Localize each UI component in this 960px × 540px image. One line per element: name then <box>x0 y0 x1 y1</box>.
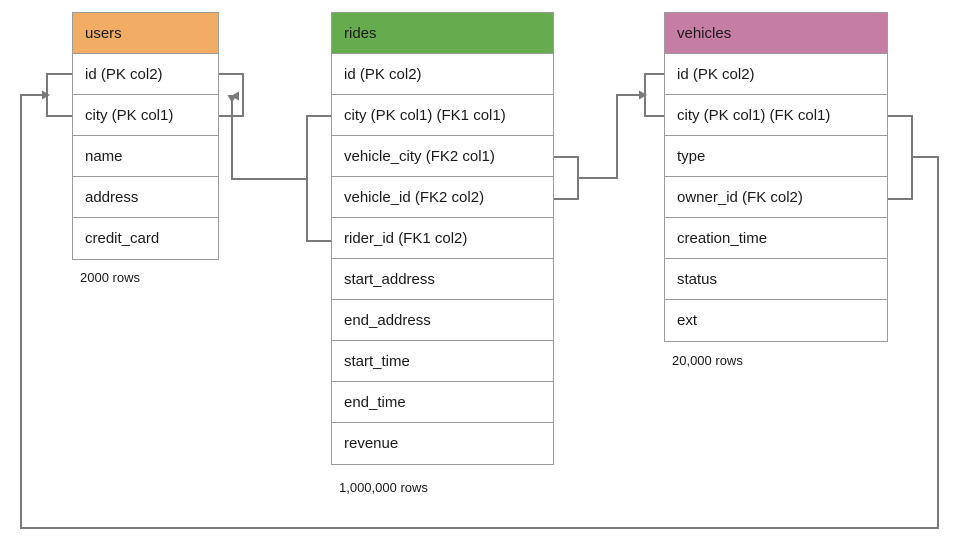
wire-rides-right-bracket <box>554 156 579 200</box>
table-users-column-city[interactable]: city (PK col1) <box>73 95 218 136</box>
wire-vehicles-left-bracket <box>644 73 664 117</box>
wire-vehicles-right-bracket <box>888 115 913 200</box>
table-rides-column-end-address[interactable]: end_address <box>332 300 553 341</box>
table-vehicles-column-status[interactable]: status <box>665 259 887 300</box>
table-vehicles-header: vehicles <box>665 13 887 54</box>
table-rides-column-start-address[interactable]: start_address <box>332 259 553 300</box>
table-users-column-address[interactable]: address <box>73 177 218 218</box>
table-users-header: users <box>73 13 218 54</box>
table-rides-column-vehicle-id[interactable]: vehicle_id (FK2 col2) <box>332 177 553 218</box>
table-users-column-name[interactable]: name <box>73 136 218 177</box>
table-users-column-credit-card[interactable]: credit_card <box>73 218 218 259</box>
wire-rides-left-bracket <box>306 115 331 242</box>
table-users[interactable]: users id (PK col2) city (PK col1) name a… <box>72 12 219 260</box>
table-rides-row-count: 1,000,000 rows <box>339 480 428 495</box>
table-vehicles-column-creation-time[interactable]: creation_time <box>665 218 887 259</box>
table-vehicles-column-id[interactable]: id (PK col2) <box>665 54 887 95</box>
table-vehicles-column-owner-id[interactable]: owner_id (FK col2) <box>665 177 887 218</box>
table-rides-header: rides <box>332 13 553 54</box>
table-rides-column-city[interactable]: city (PK col1) (FK1 col1) <box>332 95 553 136</box>
table-rides-column-end-time[interactable]: end_time <box>332 382 553 423</box>
table-vehicles-row-count: 20,000 rows <box>672 353 743 368</box>
table-rides-column-revenue[interactable]: revenue <box>332 423 553 464</box>
table-rides-column-vehicle-city[interactable]: vehicle_city (FK2 col1) <box>332 136 553 177</box>
table-vehicles-column-type[interactable]: type <box>665 136 887 177</box>
table-vehicles-column-city[interactable]: city (PK col1) (FK col1) <box>665 95 887 136</box>
table-vehicles[interactable]: vehicles id (PK col2) city (PK col1) (FK… <box>664 12 888 342</box>
table-rides-column-rider-id[interactable]: rider_id (FK1 col2) <box>332 218 553 259</box>
table-vehicles-column-ext[interactable]: ext <box>665 300 887 341</box>
table-rides[interactable]: rides id (PK col2) city (PK col1) (FK1 c… <box>331 12 554 465</box>
wire-fk3-link <box>20 90 939 529</box>
wire-fk2-link <box>578 90 647 179</box>
table-users-row-count: 2000 rows <box>80 270 140 285</box>
table-users-column-id[interactable]: id (PK col2) <box>73 54 218 95</box>
table-rides-column-id[interactable]: id (PK col2) <box>332 54 553 95</box>
wire-users-left-bracket <box>46 73 72 117</box>
table-rides-column-start-time[interactable]: start_time <box>332 341 553 382</box>
wire-fk1-arrow-seg <box>231 91 307 180</box>
